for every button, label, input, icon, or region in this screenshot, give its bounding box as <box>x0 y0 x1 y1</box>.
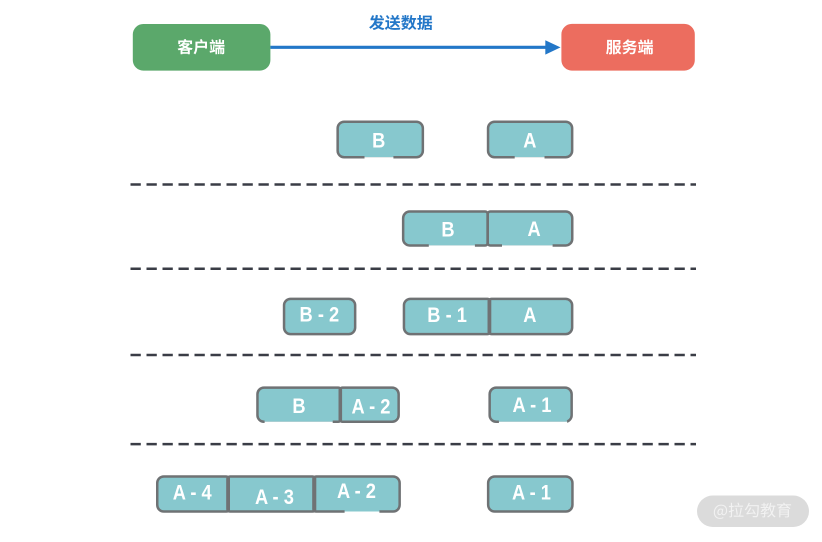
svg-text:B: B <box>292 395 305 419</box>
svg-text:A - 1: A - 1 <box>513 394 552 418</box>
svg-text:A - 1: A - 1 <box>512 481 551 505</box>
svg-text:A - 4: A - 4 <box>173 481 212 505</box>
svg-text:B: B <box>372 129 385 153</box>
svg-text:A - 2: A - 2 <box>352 395 391 419</box>
svg-text:A: A <box>523 304 536 328</box>
svg-text:A: A <box>528 218 541 242</box>
svg-text:B: B <box>441 218 454 242</box>
svg-text:B - 1: B - 1 <box>427 304 467 328</box>
svg-text:A: A <box>523 129 536 153</box>
svg-text:A - 3: A - 3 <box>255 486 294 510</box>
svg-text:A - 2: A - 2 <box>337 479 376 503</box>
svg-text:B - 2: B - 2 <box>300 303 340 327</box>
